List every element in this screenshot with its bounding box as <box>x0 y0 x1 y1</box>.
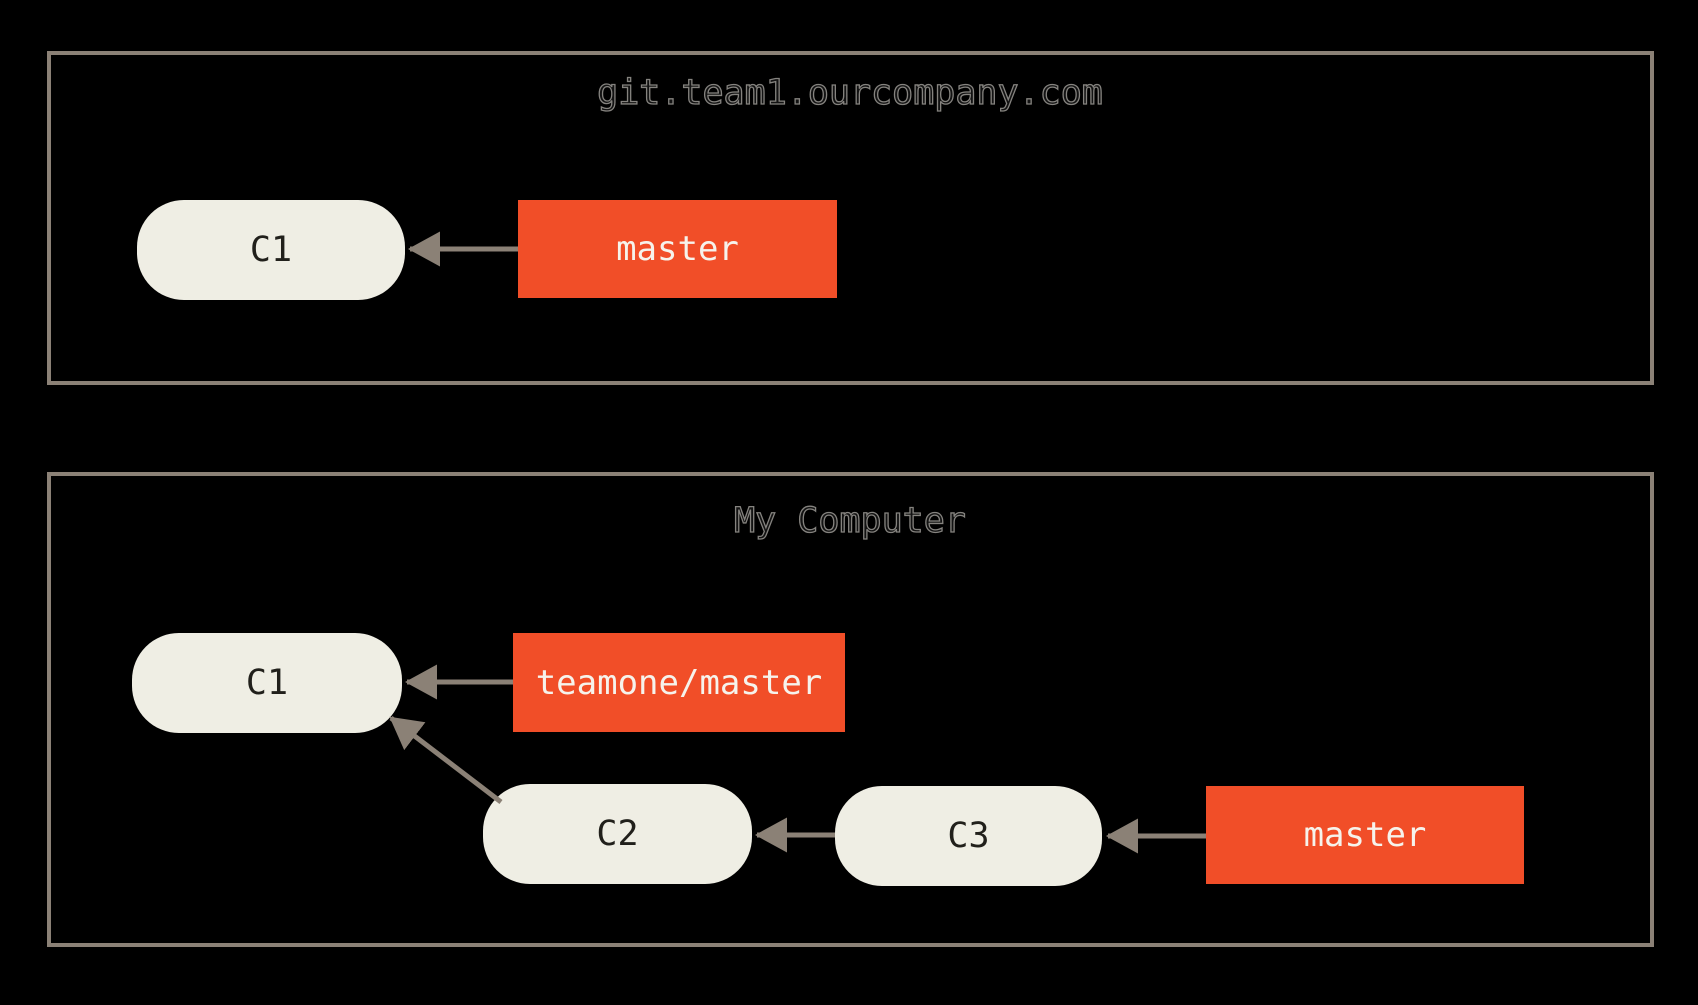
remote-repo-title-container: git.team1.ourcompany.com <box>596 72 1103 113</box>
local-repo-title: My Computer <box>734 501 966 541</box>
local-commit-c3-label: C3 <box>947 816 990 856</box>
remote-branch-master: master <box>518 200 837 298</box>
local-commit-c2-label: C2 <box>596 814 639 854</box>
local-branch-teamone-master-label: teamone/master <box>535 662 823 703</box>
local-repo-box <box>47 472 1654 947</box>
local-branch-teamone-master: teamone/master <box>513 633 845 732</box>
local-repo-title-container: My Computer <box>733 500 966 541</box>
remote-repo-box <box>47 51 1654 385</box>
local-commit-c1: C1 <box>132 633 402 733</box>
local-commit-c1-label: C1 <box>245 663 289 703</box>
remote-commit-c1: C1 <box>137 200 405 300</box>
local-commit-c2: C2 <box>483 784 752 884</box>
local-branch-master: master <box>1206 786 1524 884</box>
remote-repo-title: git.team1.ourcompany.com <box>597 73 1103 113</box>
local-commit-c3: C3 <box>835 786 1102 886</box>
remote-commit-c1-label: C1 <box>249 230 293 270</box>
local-branch-master-label: master <box>1303 815 1427 855</box>
remote-branch-master-label: master <box>616 229 739 269</box>
